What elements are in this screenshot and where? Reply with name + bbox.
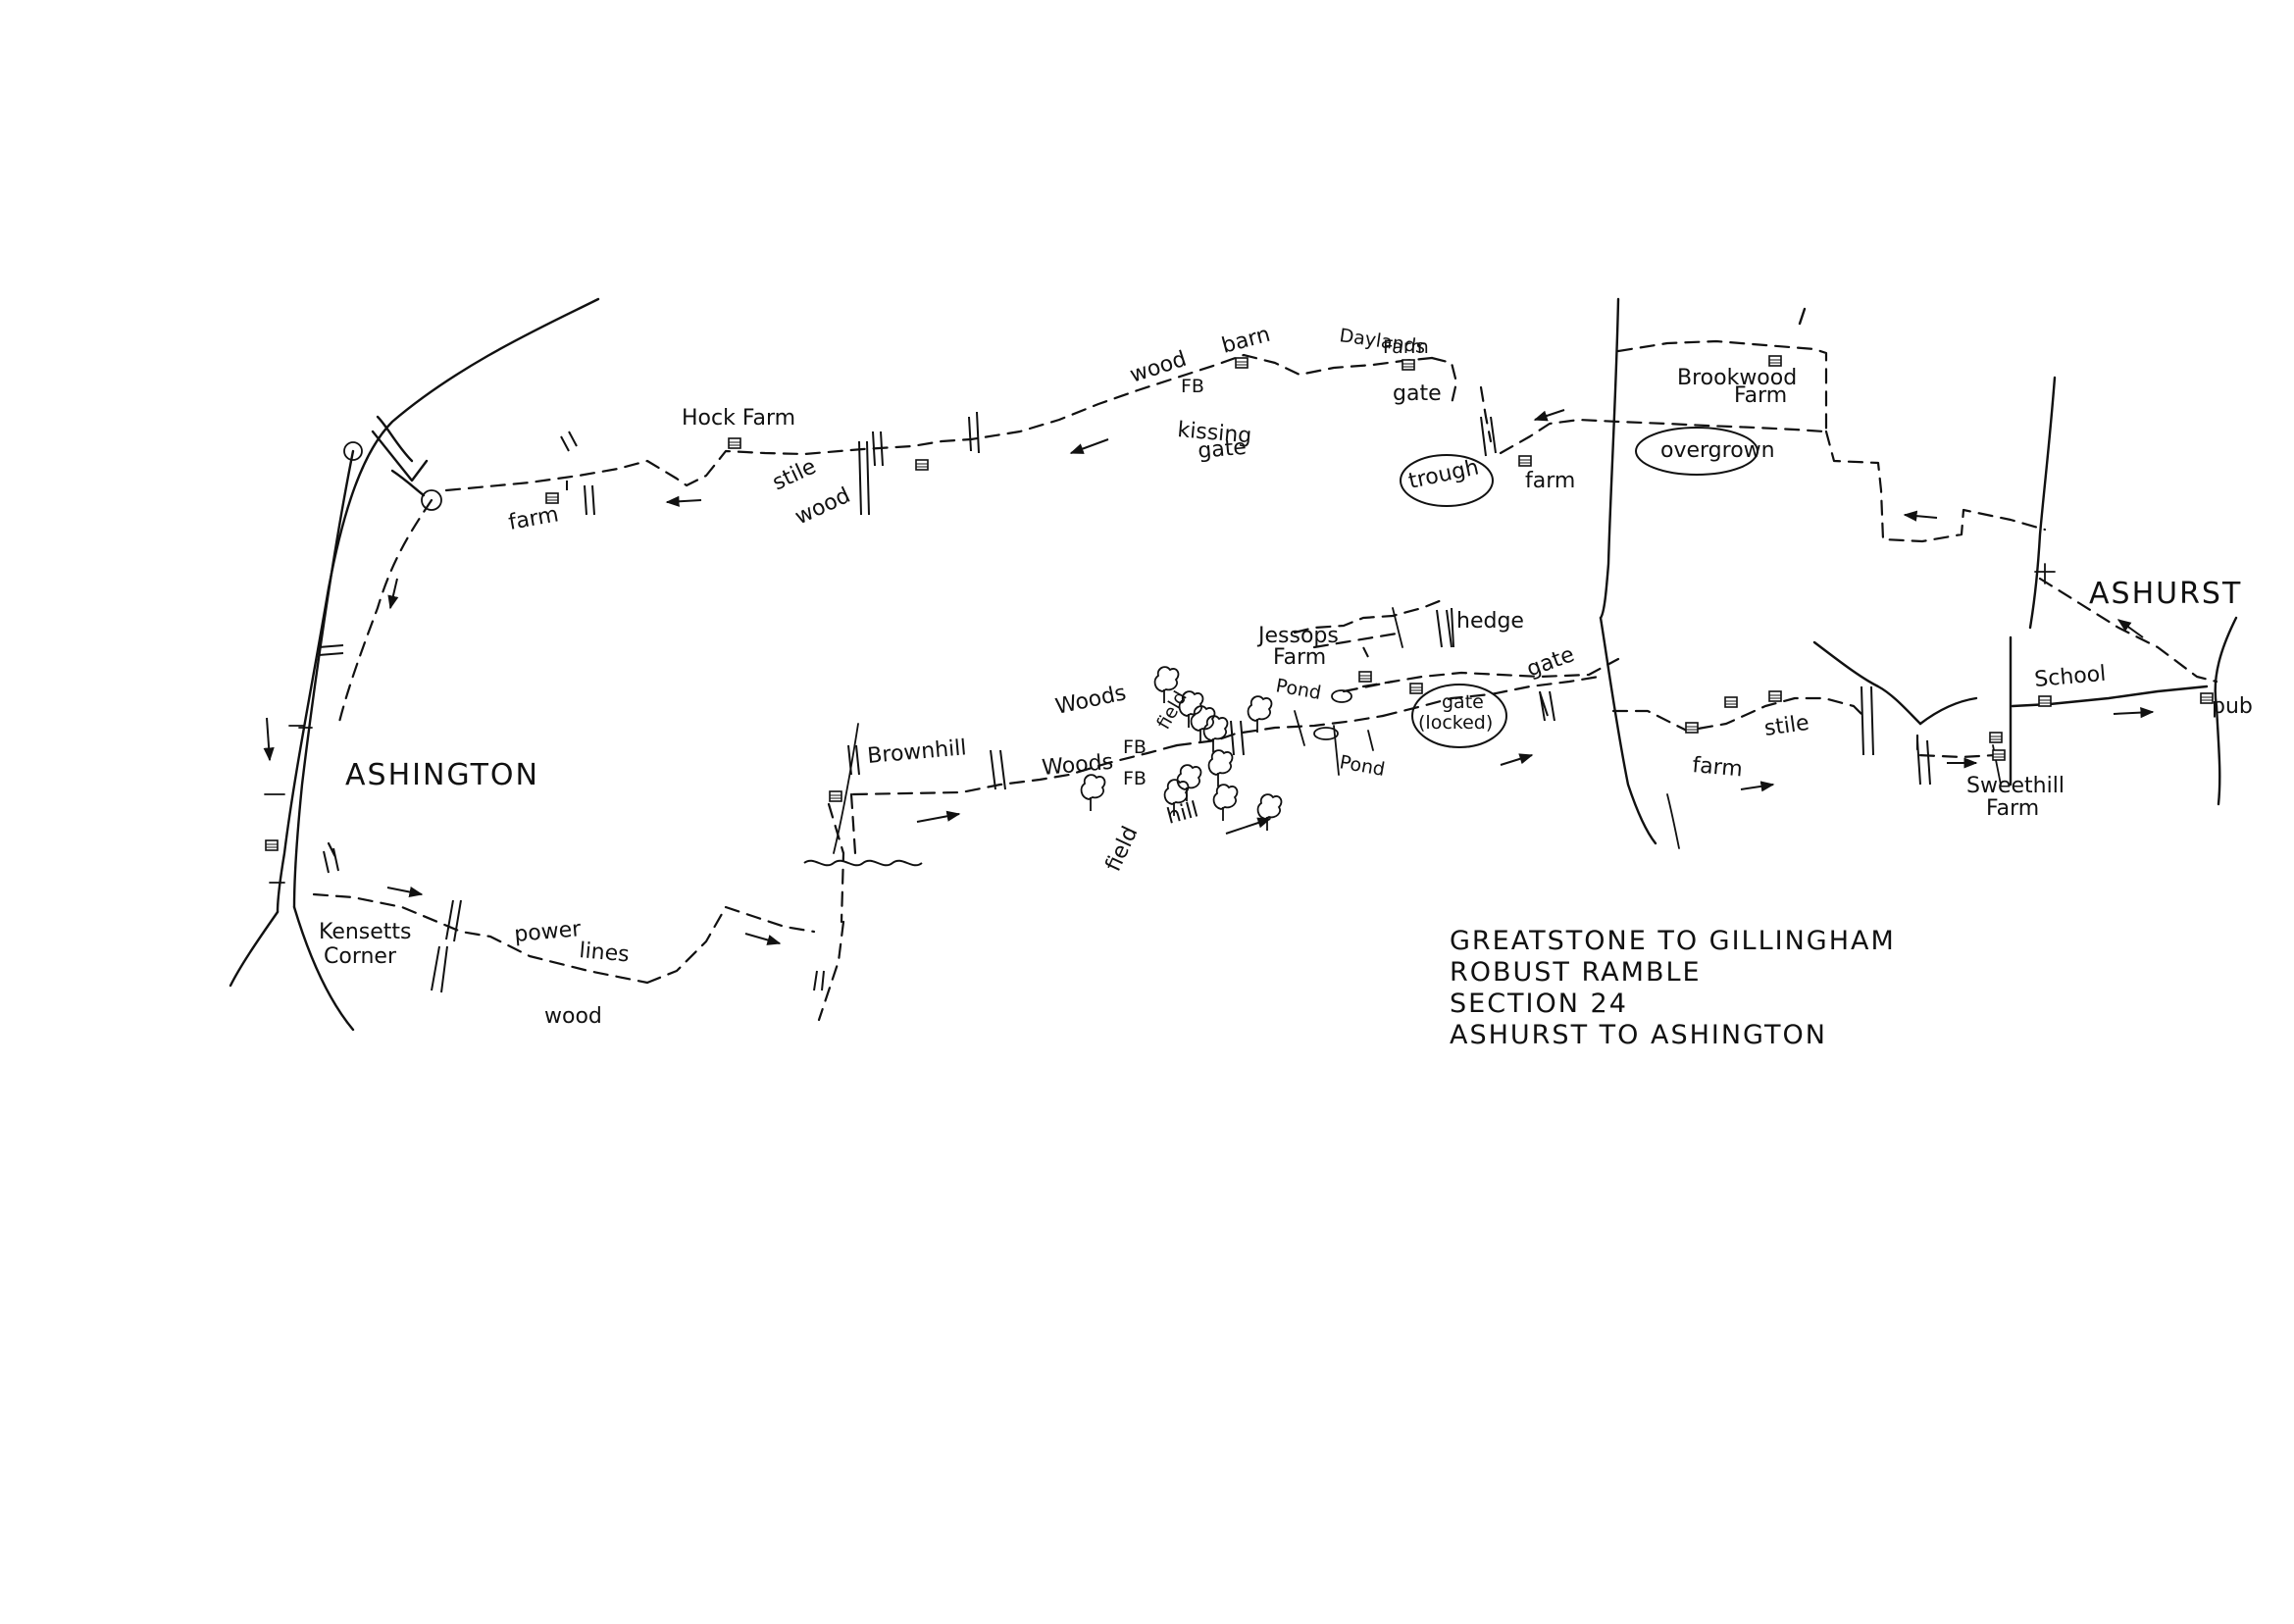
fb-label-2: FB xyxy=(1123,736,1147,758)
north-footpath xyxy=(444,339,2047,543)
route-arrow xyxy=(916,810,961,823)
brookwood-farm-label: Farm xyxy=(1734,383,1787,408)
route-arrow xyxy=(2113,707,2155,719)
route-arrow xyxy=(1533,409,1565,422)
brookwood-label: Brookwood xyxy=(1677,366,1797,390)
lines-label: lines xyxy=(578,939,630,967)
tree-icon xyxy=(1202,715,1229,753)
gate-locked-label-2: (locked) xyxy=(1418,712,1493,734)
tree-icon xyxy=(1080,774,1106,812)
route-arrow xyxy=(1903,510,1938,522)
route-arrow xyxy=(744,933,782,945)
fb-label: FB xyxy=(1181,376,1204,397)
church-icon xyxy=(2034,563,2056,584)
barn-label: barn xyxy=(1219,323,1273,359)
ashington-label: ASHINGTON xyxy=(345,758,539,792)
tree-icon xyxy=(1212,784,1239,822)
field-label: field xyxy=(1152,687,1192,734)
south-boundaries xyxy=(323,607,2238,993)
farm-mid-building xyxy=(1518,455,1532,467)
power-label: power xyxy=(513,917,583,947)
wood-label: wood xyxy=(791,483,854,531)
stile-farm-building xyxy=(1724,696,1738,708)
kissing-gate-label: gate xyxy=(1197,435,1248,464)
route-arrow xyxy=(387,578,399,610)
north-boundaries xyxy=(560,297,2057,630)
route-arrow xyxy=(2116,619,2144,638)
daylands-farm-label: Farm xyxy=(1383,336,1429,358)
gate-locked-label: gate xyxy=(1442,691,1484,713)
ashurst-label: ASHURST xyxy=(2089,577,2242,611)
tree-icon xyxy=(1256,793,1283,832)
farm-nw-building xyxy=(545,492,559,504)
hock-farm-label: Hock Farm xyxy=(682,406,795,431)
jessops-outbuilding xyxy=(1358,671,1372,683)
jessops-label: Jessops xyxy=(1256,624,1339,648)
hill-label: hill xyxy=(1164,797,1201,830)
route-arrow xyxy=(386,887,424,898)
brownhill-label: Brownhill xyxy=(866,736,967,769)
stile-label: stile xyxy=(769,454,820,495)
jessops-farm-building xyxy=(1409,683,1423,694)
tree-icon xyxy=(1207,749,1234,787)
corner-label: Corner xyxy=(324,944,397,969)
route-arrow xyxy=(665,495,702,507)
farm-south-building xyxy=(1685,722,1699,734)
school-label: School xyxy=(2033,662,2107,692)
tree-icon xyxy=(1176,764,1202,802)
pond-label: Pond xyxy=(1274,675,1323,704)
overgrown-bubble xyxy=(1635,427,1759,476)
kensetts-label: Kensetts xyxy=(319,920,412,944)
stile-farm-building-2 xyxy=(1768,690,1782,702)
overgrown-label: overgrown xyxy=(1660,438,1775,463)
pub-label: pub xyxy=(2212,694,2253,719)
title-line-2: ROBUST RAMBLE xyxy=(1450,957,1702,988)
route-arrow xyxy=(1225,817,1272,835)
route-arrow xyxy=(1740,781,1775,792)
sweethill-farm-label: Farm xyxy=(1986,796,2039,821)
wood-south-label: wood xyxy=(544,1004,602,1029)
tree-icon xyxy=(1190,705,1216,743)
sweethill-farm-building xyxy=(1989,732,2003,743)
barn-building xyxy=(1235,357,1249,369)
woods-label: Woods xyxy=(1053,681,1128,720)
pond-icon xyxy=(1331,689,1352,703)
sweethill-farm-building-2 xyxy=(1992,749,2006,761)
hedge-label: hedge xyxy=(1456,609,1524,634)
tree-icon xyxy=(1247,695,1273,734)
ashington-building xyxy=(265,839,279,851)
pond-label-2: Pond xyxy=(1338,751,1387,781)
brownhill-building xyxy=(829,790,842,802)
title-block: GREATSTONE TO GILLINGHAM ROBUST RAMBLE S… xyxy=(1450,926,1896,1050)
gate-locked-bubble xyxy=(1411,684,1507,748)
school-building xyxy=(2038,695,2052,707)
pond-icon xyxy=(1313,727,1339,740)
route-arrow xyxy=(1069,438,1109,454)
brookwood-farm-building xyxy=(1768,355,1782,367)
farm-nw-label: farm xyxy=(507,502,561,535)
jessops-farm-label: Farm xyxy=(1273,645,1326,670)
woods-label-2: Woods xyxy=(1041,750,1114,781)
title-line-4: ASHURST TO ASHINGTON xyxy=(1450,1020,1827,1050)
trough-bubble xyxy=(1400,454,1494,507)
gate-label: gate xyxy=(1393,381,1442,406)
ashington-main-road xyxy=(229,297,600,1032)
route-arrow xyxy=(263,717,275,762)
title-line-1: GREATSTONE TO GILLINGHAM xyxy=(1450,926,1896,956)
farm-mid-label: farm xyxy=(1525,469,1575,493)
route-arrow xyxy=(1500,753,1534,766)
field-label-2: field xyxy=(1101,823,1144,876)
farm-south-label: farm xyxy=(1691,753,1743,782)
ashington-side-paths xyxy=(264,644,344,884)
fb-label-3: FB xyxy=(1123,768,1147,789)
south-footpath xyxy=(312,577,2218,1022)
daylands-farm-building xyxy=(1402,359,1415,371)
hock-farm-building xyxy=(728,437,741,449)
title-line-3: SECTION 24 xyxy=(1450,989,1628,1019)
sweethill-label: Sweethill xyxy=(1966,774,2065,798)
farm-building-near-wood xyxy=(915,459,929,471)
stile-label-2: stile xyxy=(1762,711,1810,741)
